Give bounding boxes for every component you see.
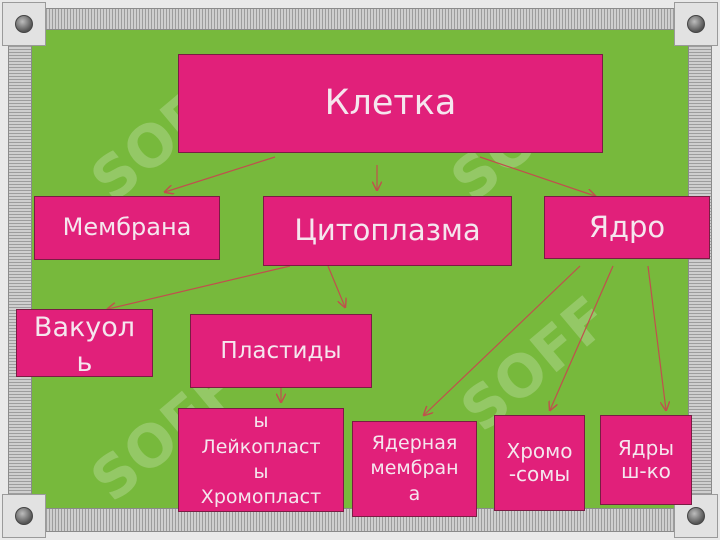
frame-right-rail: [688, 40, 712, 500]
node-nucleus-label: Ядро: [588, 209, 666, 244]
node-nuclear-membrane-label: Ядерная мембран а: [370, 432, 459, 505]
node-nucleus: Ядро: [544, 196, 710, 259]
node-chromosomes: Хромо -сомы: [494, 415, 585, 511]
screw-icon: [687, 15, 705, 33]
node-plastids-label: Пластиды: [220, 337, 342, 364]
node-cytoplasm: Цитоплазма: [263, 196, 512, 266]
node-nucleolus-label: Ядры ш-ко: [617, 436, 675, 483]
node-plastid-types-label: Хлоропласт ы Лейкопласт ы Хромопласт ы: [200, 410, 322, 509]
screw-icon: [15, 507, 33, 525]
arrow-nucleus-nucleolus: [647, 265, 666, 410]
node-cell: Клетка: [178, 54, 603, 153]
node-nucleolus: Ядры ш-ко: [600, 415, 692, 505]
arrow-cytoplasm-plastids: [327, 265, 345, 307]
frame-corner-top-left: [2, 2, 46, 46]
screw-icon: [687, 507, 705, 525]
node-membrane: Мембрана: [34, 196, 220, 260]
arrow-root-membrane: [165, 156, 276, 192]
node-plastid-types: Хлоропласт ы Лейкопласт ы Хромопласт ы: [178, 408, 344, 512]
node-membrane-label: Мембрана: [62, 213, 192, 242]
node-vacuole: Вакуол ь: [16, 309, 153, 377]
frame-corner-top-right: [674, 2, 718, 46]
arrow-nucleus-chromosomes: [550, 265, 614, 410]
node-cytoplasm-label: Цитоплазма: [294, 213, 481, 248]
screw-icon: [15, 15, 33, 33]
node-cell-label: Клетка: [324, 83, 457, 124]
arrow-cytoplasm-vacuole: [108, 265, 291, 309]
node-chromosomes-label: Хромо -сомы: [506, 439, 573, 486]
node-plastids: Пластиды: [190, 314, 372, 388]
node-nuclear-membrane: Ядерная мембран а: [352, 421, 477, 517]
frame-corner-bottom-left: [2, 494, 46, 538]
arrow-root-nucleus: [479, 156, 595, 196]
node-vacuole-label: Вакуол ь: [33, 312, 136, 377]
arrow-nucleus-membrane: [424, 265, 581, 415]
